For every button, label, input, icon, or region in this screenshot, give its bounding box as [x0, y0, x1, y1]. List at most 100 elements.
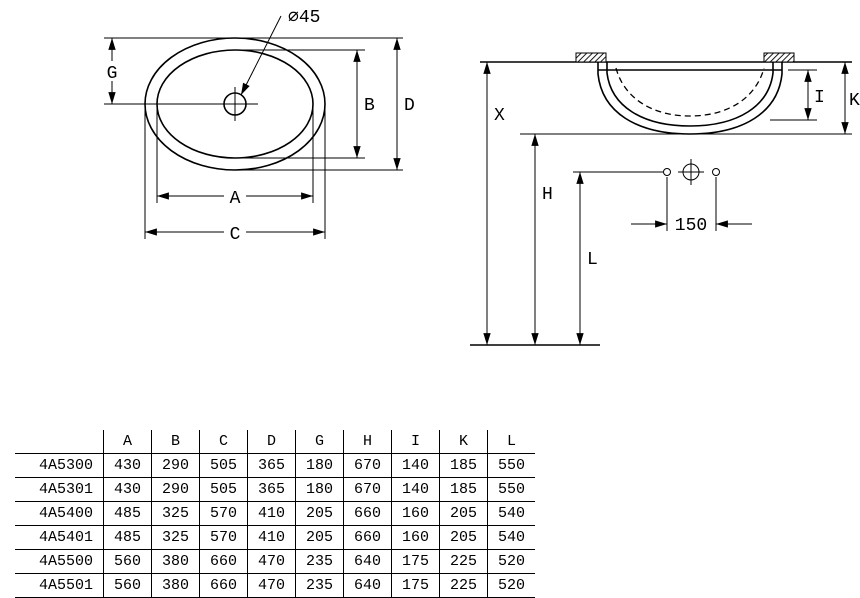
dimension-value-cell: 470 [247, 549, 296, 574]
dimension-label-h: H [542, 185, 553, 205]
hole-spacing-label: 150 [675, 216, 707, 236]
dimension-value-cell: 410 [247, 525, 296, 550]
column-header-K: K [439, 430, 488, 454]
dimension-label-a: A [230, 189, 241, 209]
column-header-D: D [247, 430, 296, 454]
dimension-label-c: C [230, 225, 241, 245]
dimension-label-i: I [814, 88, 825, 108]
dimension-value-cell: 290 [151, 453, 200, 478]
dimension-value-cell: 365 [247, 453, 296, 478]
basin-hidden-rim-dashed [615, 67, 765, 117]
countertop-cut-left [575, 52, 607, 63]
column-header-L: L [487, 430, 535, 454]
dimension-value-cell: 670 [343, 453, 392, 478]
dimension-value-cell: 325 [151, 525, 200, 550]
dimension-value-cell: 140 [391, 453, 440, 478]
dimension-value-cell: 520 [487, 549, 535, 574]
dimension-label-l: L [587, 250, 598, 270]
dimension-value-cell: 505 [199, 477, 248, 502]
label-background [673, 214, 710, 233]
basin-outer-profile [597, 62, 783, 135]
dimension-value-cell: 225 [439, 573, 488, 598]
dimension-value-cell: 430 [103, 477, 152, 502]
dimension-value-cell: 380 [151, 549, 200, 574]
dimension-value-cell: 205 [295, 525, 344, 550]
dimension-value-cell: 430 [103, 453, 152, 478]
dimension-value-cell: 325 [151, 501, 200, 526]
dimension-value-cell: 160 [391, 501, 440, 526]
dimension-value-cell: 180 [295, 477, 344, 502]
dimension-value-cell: 205 [295, 501, 344, 526]
dimension-value-cell: 540 [487, 501, 535, 526]
model-number-cell: 4A5301 [15, 477, 104, 502]
dimension-value-cell: 550 [487, 477, 535, 502]
column-header-C: C [199, 430, 248, 454]
dimension-label-b: B [364, 96, 375, 116]
dimension-value-cell: 180 [295, 453, 344, 478]
dimension-value-cell: 570 [199, 525, 248, 550]
dimension-value-cell: 485 [103, 501, 152, 526]
fixing-hole-right [712, 168, 720, 176]
side-view: X H L I K 150 [470, 52, 860, 346]
dimension-label-x: X [494, 106, 505, 126]
fixing-hole-left [663, 168, 671, 176]
corner-cell [15, 430, 104, 454]
drain-diameter-label: ∅45 [288, 8, 320, 28]
dimension-value-cell: 410 [247, 501, 296, 526]
model-number-cell: 4A5300 [15, 453, 104, 478]
top-view: ∅45 G B D A C [102, 8, 415, 245]
label-background [224, 187, 246, 205]
dimension-value-cell: 540 [487, 525, 535, 550]
dimension-value-cell: 560 [103, 549, 152, 574]
dimension-value-cell: 520 [487, 573, 535, 598]
dimension-value-cell: 660 [343, 501, 392, 526]
technical-drawing: ∅45 G B D A C [102, 8, 860, 346]
dimension-value-cell: 670 [343, 477, 392, 502]
countertop-cut-right [763, 52, 795, 63]
dimension-label-g: G [107, 64, 118, 84]
column-header-I: I [391, 430, 440, 454]
dimension-value-cell: 660 [199, 549, 248, 574]
dimension-value-cell: 640 [343, 549, 392, 574]
dimension-label-k: K [849, 91, 860, 111]
dimension-value-cell: 175 [391, 573, 440, 598]
dimension-value-cell: 160 [391, 525, 440, 550]
dimension-value-cell: 380 [151, 573, 200, 598]
dimension-value-cell: 560 [103, 573, 152, 598]
model-number-cell: 4A5401 [15, 525, 104, 550]
dimension-value-cell: 550 [487, 453, 535, 478]
dimension-value-cell: 205 [439, 501, 488, 526]
dimension-value-cell: 290 [151, 477, 200, 502]
dimension-value-cell: 235 [295, 573, 344, 598]
basin-inner-profile [606, 62, 774, 127]
dimension-value-cell: 175 [391, 549, 440, 574]
dimension-value-cell: 660 [199, 573, 248, 598]
column-header-B: B [151, 430, 200, 454]
dimension-value-cell: 640 [343, 573, 392, 598]
dimension-value-cell: 470 [247, 573, 296, 598]
dimension-label-d: D [404, 96, 415, 116]
model-number-cell: 4A5400 [15, 501, 104, 526]
model-number-cell: 4A5500 [15, 549, 104, 574]
column-header-A: A [103, 430, 152, 454]
dimension-value-cell: 185 [439, 453, 488, 478]
dimension-value-cell: 235 [295, 549, 344, 574]
dimension-value-cell: 485 [103, 525, 152, 550]
dimension-value-cell: 570 [199, 501, 248, 526]
label-background [224, 223, 246, 241]
dimension-value-cell: 185 [439, 477, 488, 502]
dimension-value-cell: 365 [247, 477, 296, 502]
column-header-G: G [295, 430, 344, 454]
column-header-H: H [343, 430, 392, 454]
dimension-value-cell: 205 [439, 525, 488, 550]
